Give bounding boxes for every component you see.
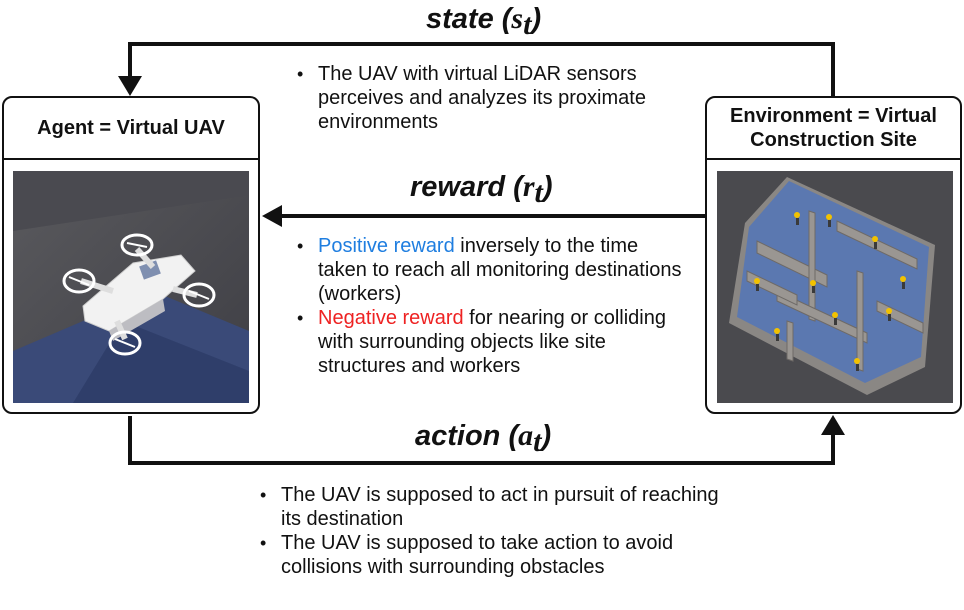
construction-site-render: [717, 171, 953, 403]
agent-title: Agent = Virtual UAV: [4, 98, 258, 160]
reward-note-positive: Positive reward inversely to the time ta…: [292, 234, 692, 306]
environment-box: Environment = Virtual Construction Site: [705, 96, 962, 414]
action-notes: The UAV is supposed to act in pursuit of…: [255, 483, 725, 579]
reward-notes: Positive reward inversely to the time ta…: [292, 234, 692, 378]
action-arrow: [128, 416, 835, 465]
agent-box: Agent = Virtual UAV: [2, 96, 260, 414]
action-arrowhead: [821, 415, 845, 435]
state-arrow: [128, 42, 835, 98]
state-arrowhead: [118, 76, 142, 96]
action-note-item: The UAV is supposed to take action to av…: [255, 531, 725, 579]
action-label: action (at): [415, 419, 552, 458]
reward-arrowhead: [262, 205, 282, 227]
state-label: state (st): [426, 2, 542, 41]
reward-note-negative: Negative reward for nearing or colliding…: [292, 306, 692, 378]
negative-reward-highlight: Negative reward: [318, 307, 464, 329]
virtual-uav-render: [13, 171, 249, 403]
state-note-item: The UAV with virtual LiDAR sensors perce…: [292, 62, 692, 134]
reward-label: reward (rt): [410, 170, 553, 209]
environment-title: Environment = Virtual Construction Site: [707, 98, 960, 160]
positive-reward-highlight: Positive reward: [318, 235, 455, 257]
action-note-item: The UAV is supposed to act in pursuit of…: [255, 483, 725, 531]
state-notes: The UAV with virtual LiDAR sensors perce…: [292, 62, 692, 134]
